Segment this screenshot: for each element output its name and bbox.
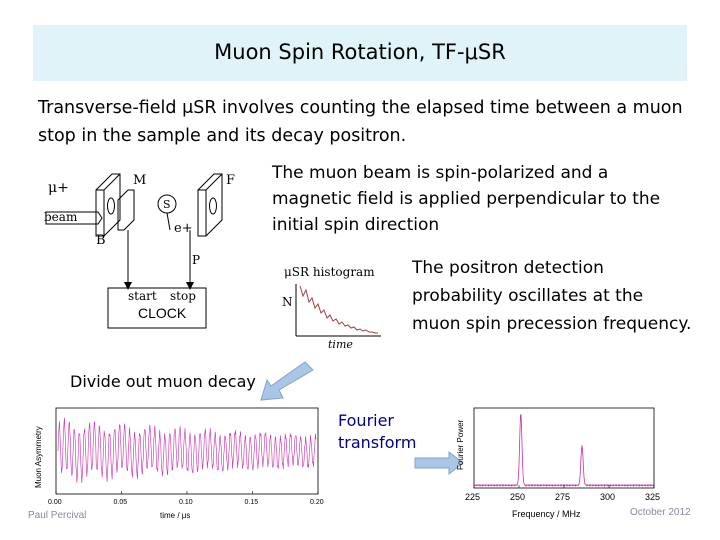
- fourier-xlabel: Frequency / MHz: [512, 509, 581, 519]
- fourier-arrow: [414, 450, 464, 476]
- fourier-chart: Fourier Power 225 250 275 300 325 Frequency …: [456, 407, 660, 519]
- asymmetry-tick-label: 0.05: [114, 499, 128, 506]
- asymmetry-tick-label: 0.15: [245, 499, 259, 506]
- fourier-note-line1: Fourier: [338, 411, 395, 430]
- asymmetry-tick-label: 0.10: [179, 499, 193, 506]
- asymmetry-tick-label: 0.20: [310, 499, 324, 506]
- asymmetry-xlabel: time / μs: [160, 511, 190, 520]
- beam-label: beam: [44, 210, 78, 224]
- slide-title: Muon Spin Rotation, TF-μSR: [214, 40, 506, 64]
- divide-arrow: [260, 361, 314, 401]
- start-label: start: [128, 289, 157, 303]
- histogram-curve: [299, 285, 378, 334]
- beam-arrow: [45, 211, 103, 225]
- muon-label: μ+: [48, 180, 69, 196]
- intro-text: Transverse-field μSR involves counting t…: [38, 98, 683, 146]
- f-label: F: [226, 173, 235, 188]
- clock-label: CLOCK: [138, 305, 187, 321]
- date-footer: October 2012: [630, 507, 691, 518]
- fourier-tick-label: 325: [645, 492, 660, 502]
- asymmetry-series: [57, 417, 317, 484]
- asymmetry-plot-frame: [55, 407, 319, 495]
- stop-label: stop: [170, 289, 196, 303]
- fourier-series: [473, 413, 655, 488]
- divide-note: Divide out muon decay: [70, 372, 256, 391]
- f-aperture: [209, 197, 217, 215]
- histogram-x-label: time: [328, 338, 353, 351]
- fourier-note: Fourier transform: [338, 410, 416, 454]
- m-aperture: [107, 197, 115, 215]
- fourier-tick-label: 300: [600, 492, 615, 502]
- b-label: B: [96, 233, 106, 248]
- f-counter: [197, 173, 223, 237]
- fourier-ylabel: Fourier Power: [456, 419, 465, 470]
- asymmetry-trace: [57, 417, 317, 484]
- b-counter: [117, 189, 135, 231]
- asymmetry-tick-label: 0.00: [48, 499, 62, 506]
- fourier-plot-frame: [473, 407, 655, 489]
- author-footer: Paul Percival: [28, 510, 87, 521]
- apparatus-diagram: μ+ beam M B F S e+ P start stop CLOCK: [44, 173, 235, 329]
- fourier-trace: [473, 413, 655, 488]
- histogram-y-label: N: [282, 295, 293, 309]
- histogram-title: μSR histogram: [284, 265, 375, 279]
- histogram-panel: μSR histogram N time: [282, 265, 381, 351]
- m-counter: [95, 173, 121, 237]
- spin-polarization-note: The muon beam is spin-polarized and a ma…: [272, 163, 661, 235]
- asymmetry-chart: Muon Asymmetry 0.00 0.05 0.10 0.15 0.20 time…: [34, 407, 324, 520]
- fourier-tick-label: 250: [510, 492, 525, 502]
- positron-label: e+: [174, 221, 193, 236]
- fourier-tick-label: 275: [555, 492, 570, 502]
- fourier-tick-label: 225: [465, 492, 480, 502]
- m-label: M: [133, 173, 146, 188]
- oscillation-note: The positron detection probability oscil…: [412, 258, 692, 334]
- fourier-note-line2: transform: [338, 433, 417, 452]
- asymmetry-ylabel: Muon Asymmetry: [34, 426, 43, 488]
- s-label: S: [163, 198, 171, 211]
- p-label: P: [192, 253, 200, 267]
- clock-box: [107, 287, 207, 329]
- title-bar: Muon Spin Rotation, TF-μSR: [33, 25, 687, 81]
